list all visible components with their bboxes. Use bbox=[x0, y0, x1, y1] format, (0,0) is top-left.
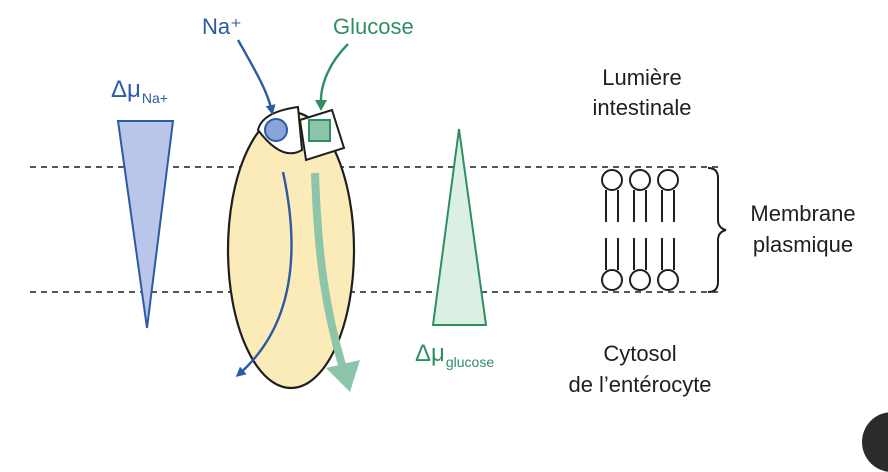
sodium-exit-arrow bbox=[235, 171, 293, 377]
glucose-exit-arrowhead bbox=[326, 360, 360, 392]
membrane-label-line2: plasmique bbox=[752, 232, 854, 257]
delta-mu-symbol: Δμ bbox=[111, 76, 141, 103]
sodium-entry-arrow bbox=[236, 39, 276, 115]
phospholipid-tails bbox=[605, 238, 675, 270]
glucose-molecule bbox=[308, 119, 331, 142]
delta-mu-symbol: Δμ bbox=[415, 340, 445, 367]
sodium-label: Na⁺ bbox=[202, 14, 242, 39]
phospholipid-head bbox=[629, 169, 651, 191]
glucose-entry-arrow bbox=[319, 43, 349, 105]
glucose-label: Glucose bbox=[333, 14, 414, 39]
glucose-exit-arrow bbox=[311, 172, 346, 367]
membrane-brace bbox=[707, 167, 727, 293]
glucose-gradient-label: Δμglucose bbox=[415, 340, 494, 370]
phospholipid-head bbox=[601, 269, 623, 291]
sodium-gradient-label: ΔμNa+ bbox=[111, 76, 168, 106]
lumen-label-line2: intestinale bbox=[592, 95, 692, 120]
phospholipid-head bbox=[629, 269, 651, 291]
glucose-entry-arrowhead bbox=[315, 100, 327, 111]
glucose-gradient-subscript: glucose bbox=[445, 354, 495, 370]
phospholipid-head bbox=[601, 169, 623, 191]
phospholipid-tails bbox=[605, 190, 675, 222]
phospholipid-head bbox=[657, 169, 679, 191]
lipid-bilayer bbox=[601, 169, 679, 291]
glucose-gradient-wedge bbox=[431, 128, 488, 326]
membrane-label-line1: Membrane bbox=[750, 201, 856, 226]
sodium-gradient-wedge bbox=[116, 120, 175, 329]
lumen-label-line1: Lumière bbox=[602, 65, 682, 90]
sodium-gradient-subscript: Na+ bbox=[141, 90, 168, 106]
cytosol-label-line2: de l’entérocyte bbox=[568, 372, 712, 397]
phospholipid-head bbox=[657, 269, 679, 291]
cotransport-diagram bbox=[30, 39, 727, 392]
sodium-ion bbox=[264, 118, 288, 142]
cytosol-label-line1: Cytosol bbox=[603, 341, 677, 366]
